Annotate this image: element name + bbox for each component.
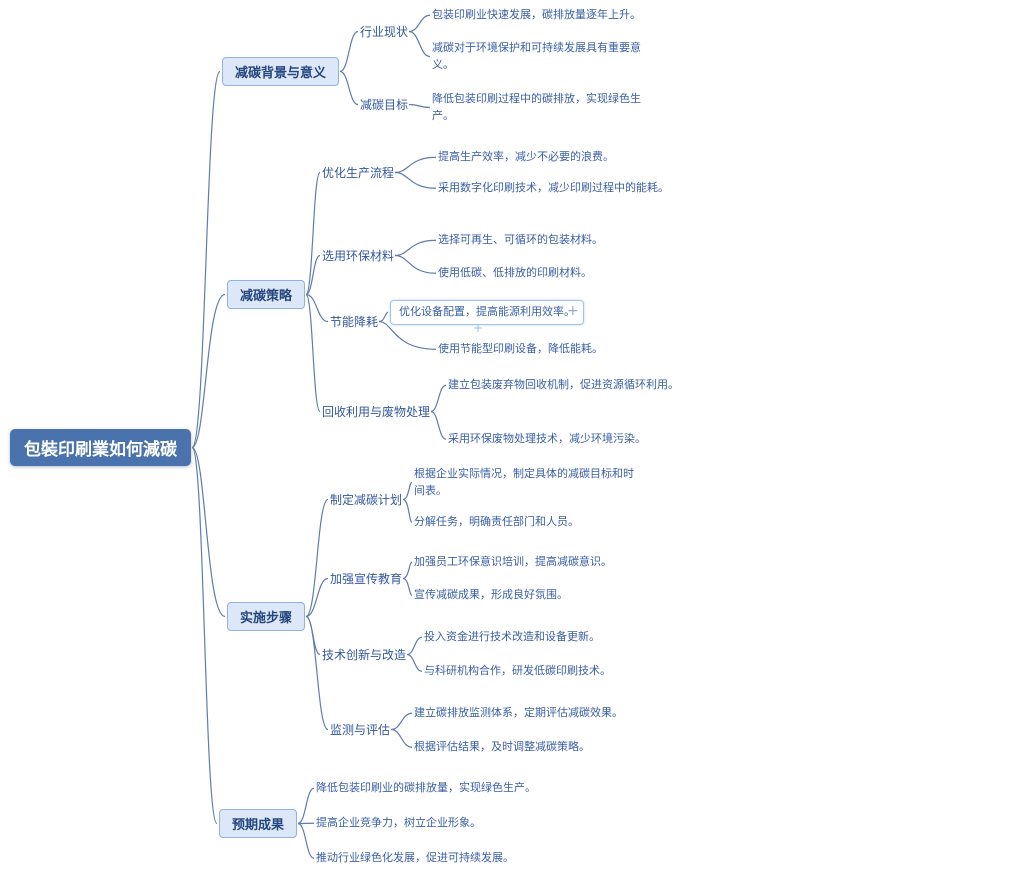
topic-promotion-education[interactable]: 加强宣传教育 — [330, 572, 403, 586]
topic-make-plan[interactable]: 制定减碳计划 — [330, 493, 403, 507]
leaf-item[interactable]: 采用数字化印刷技术，减少印刷过程中的能耗。 — [438, 181, 669, 194]
leaf-item[interactable]: 提高企业竞争力，树立企业形象。 — [316, 816, 481, 829]
leaf-item[interactable]: 减碳对于环境保护和可持续发展具有重要意义。 — [432, 41, 641, 71]
leaf-item[interactable]: 根据企业实际情况，制定具体的减碳目标和时间表。 — [414, 467, 634, 497]
leaf-item[interactable]: 提高生产效率，减少不必要的浪费。 — [438, 150, 614, 163]
add-sibling-button[interactable]: + — [473, 321, 484, 335]
branch-expected-results[interactable]: 预期成果 — [219, 809, 298, 838]
topic-industry-status[interactable]: 行业现状 — [360, 25, 409, 39]
leaf-item[interactable]: 使用低碳、低排放的印刷材料。 — [438, 266, 592, 279]
topic-recycling-waste[interactable]: 回收利用与废物处理 — [322, 405, 431, 419]
leaf-item[interactable]: 降低包装印刷过程中的碳排放，实现绿色生产。 — [432, 92, 641, 122]
topic-reduction-goal[interactable]: 减碳目标 — [360, 98, 409, 112]
branch-implementation-steps[interactable]: 实施步骤 — [227, 602, 306, 631]
branch-reduction-strategy[interactable]: 减碳策略 — [227, 280, 306, 309]
leaf-item[interactable]: 建立包装废弃物回收机制，促进资源循环利用。 — [448, 378, 679, 391]
leaf-item[interactable]: 根据评估结果，及时调整减碳策略。 — [414, 740, 590, 753]
topic-optimize-production[interactable]: 优化生产流程 — [322, 166, 395, 180]
add-child-button[interactable]: + — [567, 303, 579, 319]
leaf-item[interactable]: 采用环保废物处理技术，减少环境污染。 — [448, 432, 646, 445]
topic-eco-materials[interactable]: 选用环保材料 — [322, 249, 395, 263]
leaf-item[interactable]: 包装印刷业快速发展，碳排放量逐年上升。 — [432, 8, 641, 21]
leaf-item[interactable]: 选择可再生、可循环的包装材料。 — [438, 233, 603, 246]
leaf-item-selected[interactable]: 优化设备配置，提高能源利用效率。 — [390, 300, 584, 325]
topic-energy-saving[interactable]: 节能降耗 — [330, 315, 379, 329]
root-topic[interactable]: 包裝印刷業如何減碳 — [10, 429, 191, 466]
leaf-item[interactable]: 推动行业绿色化发展，促进可持续发展。 — [316, 851, 514, 864]
branch-background-significance[interactable]: 减碳背景与意义 — [222, 57, 340, 86]
leaf-item[interactable]: 投入资金进行技术改造和设备更新。 — [424, 630, 600, 643]
topic-monitoring-evaluation[interactable]: 监测与评估 — [330, 723, 391, 737]
leaf-item[interactable]: 降低包装印刷业的碳排放量，实现绿色生产。 — [316, 781, 536, 794]
leaf-item[interactable]: 加强员工环保意识培训，提高减碳意识。 — [414, 555, 612, 568]
leaf-item[interactable]: 宣传减碳成果，形成良好氛围。 — [414, 588, 568, 601]
leaf-item[interactable]: 与科研机构合作，研发低碳印刷技术。 — [424, 664, 611, 677]
topic-tech-innovation[interactable]: 技术创新与改造 — [322, 648, 407, 662]
leaf-item[interactable]: 建立碳排放监测体系，定期评估减碳效果。 — [414, 706, 623, 719]
leaf-item[interactable]: 使用节能型印刷设备，降低能耗。 — [438, 342, 603, 355]
leaf-item[interactable]: 分解任务，明确责任部门和人员。 — [414, 515, 579, 528]
